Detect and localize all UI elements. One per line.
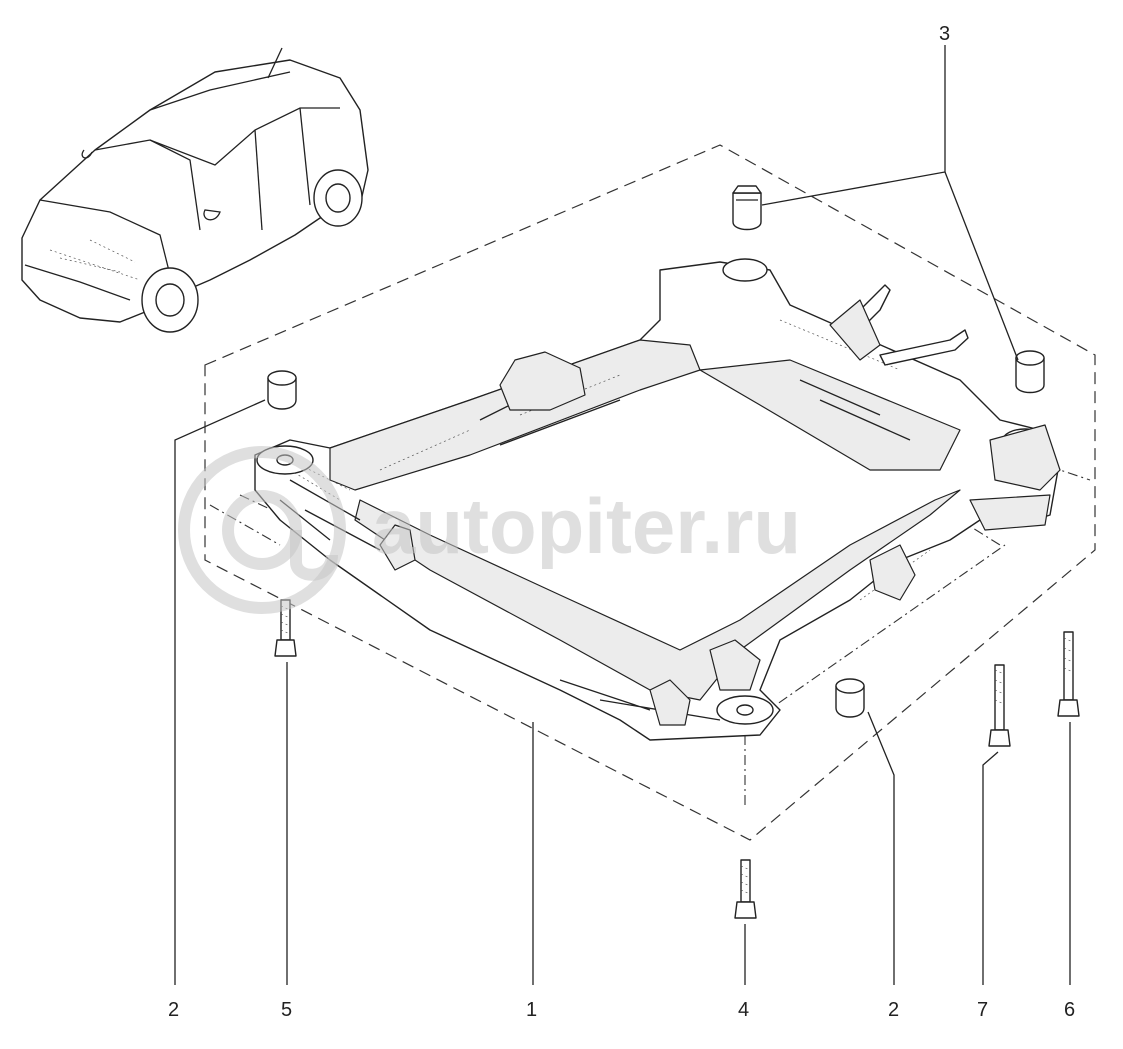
callout-labels: 1 2 2 3 4 5 6 7 <box>168 23 1075 1021</box>
watermark: autopiter.ru <box>178 446 801 614</box>
watermark-text: autopiter.ru <box>372 482 801 570</box>
car-locator-icon <box>21 47 369 333</box>
bolt-6 <box>1057 631 1080 717</box>
callout-1: 1 <box>526 999 537 1021</box>
callout-5: 5 <box>281 999 292 1021</box>
callout-2-right: 2 <box>888 999 899 1021</box>
bolt-7 <box>988 664 1011 747</box>
at-sign-logo <box>178 446 346 614</box>
callout-2-left: 2 <box>168 999 179 1021</box>
callout-4: 4 <box>738 999 749 1021</box>
bushing-upper-right <box>1015 350 1045 394</box>
callout-6: 6 <box>1064 999 1075 1021</box>
front-subframe <box>254 258 1061 741</box>
bushing-upper-left <box>732 185 762 231</box>
callout-3: 3 <box>939 23 950 45</box>
leader-lines <box>174 45 1071 985</box>
bolt-4 <box>734 859 757 919</box>
bushing-left <box>267 370 297 410</box>
bushing-right <box>835 678 865 718</box>
callout-7: 7 <box>977 999 988 1021</box>
